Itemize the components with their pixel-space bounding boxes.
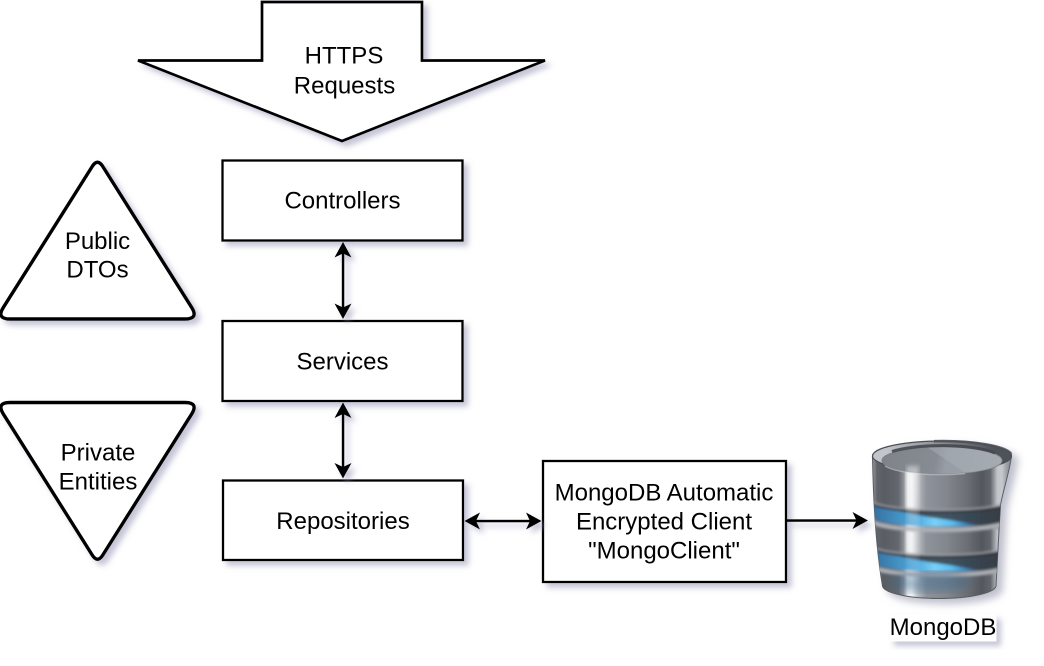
svg-text:Services: Services — [296, 349, 388, 376]
svg-text:Public: Public — [65, 228, 130, 255]
svg-text:HTTPS: HTTPS — [305, 43, 384, 70]
svg-text:Repositories: Repositories — [276, 508, 409, 535]
svg-text:Controllers: Controllers — [284, 188, 400, 215]
svg-text:Entities: Entities — [59, 469, 138, 496]
svg-text:MongoDB: MongoDB — [890, 614, 997, 641]
svg-text:Encrypted Client: Encrypted Client — [576, 509, 752, 536]
svg-text:MongoDB Automatic: MongoDB Automatic — [555, 480, 774, 507]
svg-text:Private: Private — [61, 440, 136, 467]
svg-text:Requests: Requests — [294, 73, 395, 100]
svg-text:DTOs: DTOs — [66, 257, 128, 284]
svg-text:"MongoClient": "MongoClient" — [588, 538, 740, 565]
